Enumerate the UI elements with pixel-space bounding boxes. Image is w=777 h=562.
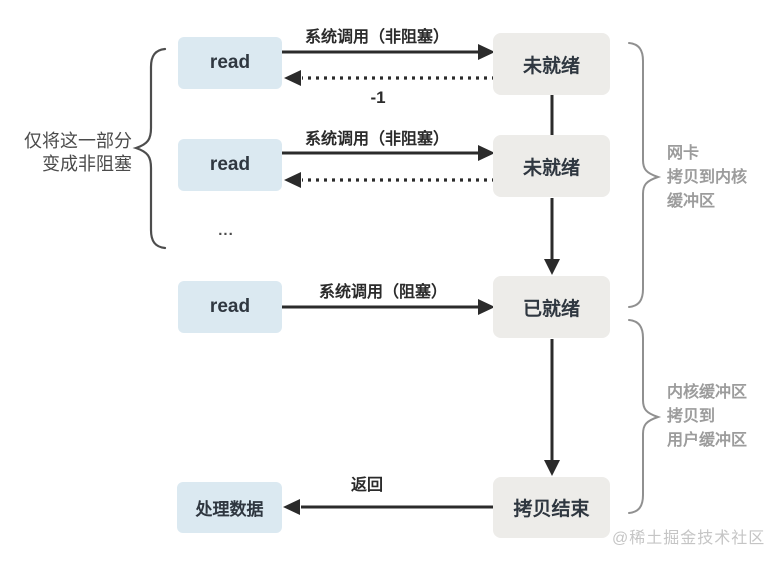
kernel-to-user-line-1: 内核缓冲区 — [667, 384, 748, 401]
ready-box: 已就绪 — [493, 276, 610, 338]
kernel-to-user-label: 内核缓冲区 拷贝到 用户缓冲区 — [667, 381, 747, 453]
not-ready-box-1: 未就绪 — [493, 33, 610, 95]
syscall-nonblocking-arrow-1 — [282, 44, 495, 60]
return-arrow — [283, 499, 493, 515]
minus-one-label: -1 — [370, 88, 386, 107]
nic-to-kernel-label: 网卡 拷贝到内核 缓冲区 — [667, 142, 747, 214]
right-brace-bottom — [628, 319, 662, 514]
kernel-to-user-line-2: 拷贝到 — [667, 408, 716, 425]
nic-to-kernel-line-2: 拷贝到内核 — [667, 169, 748, 186]
left-brace — [132, 47, 167, 250]
syscall-nonblocking-label-2: 系统调用（非阻塞） — [304, 131, 450, 148]
not-ready-box-2: 未就绪 — [493, 135, 610, 197]
repeat-ellipsis: ... — [218, 222, 234, 239]
syscall-nonblocking-arrow-2 — [282, 145, 495, 161]
read-box-1: read — [178, 37, 282, 89]
side-note-line-2: 变成非阻塞 — [42, 154, 132, 174]
read-box-2: read — [178, 139, 282, 191]
right-brace-top — [628, 42, 662, 308]
copy-done-box: 拷贝结束 — [493, 477, 610, 538]
side-note-line-1: 仅将这一部分 — [24, 131, 132, 151]
process-data-box: 处理数据 — [177, 482, 282, 533]
read-box-3: read — [178, 281, 282, 333]
nic-to-kernel-line-3: 缓冲区 — [667, 193, 716, 210]
kernel-to-user-line-3: 用户缓冲区 — [667, 432, 748, 449]
state-connector-2 — [544, 198, 560, 275]
syscall-nonblocking-label-1: 系统调用（非阻塞） — [304, 29, 450, 46]
minus-one-dotted-arrow-2 — [284, 172, 495, 188]
side-note: 仅将这一部分 变成非阻塞 — [8, 130, 132, 176]
syscall-blocking-arrow — [282, 299, 495, 315]
minus-one-dotted-arrow-1 — [284, 70, 495, 86]
nic-to-kernel-line-1: 网卡 — [667, 145, 700, 162]
return-label: 返回 — [350, 477, 384, 494]
state-connector-3 — [544, 339, 560, 476]
watermark: @稀土掘金技术社区 — [612, 530, 766, 547]
syscall-blocking-label: 系统调用（阻塞） — [318, 284, 448, 301]
